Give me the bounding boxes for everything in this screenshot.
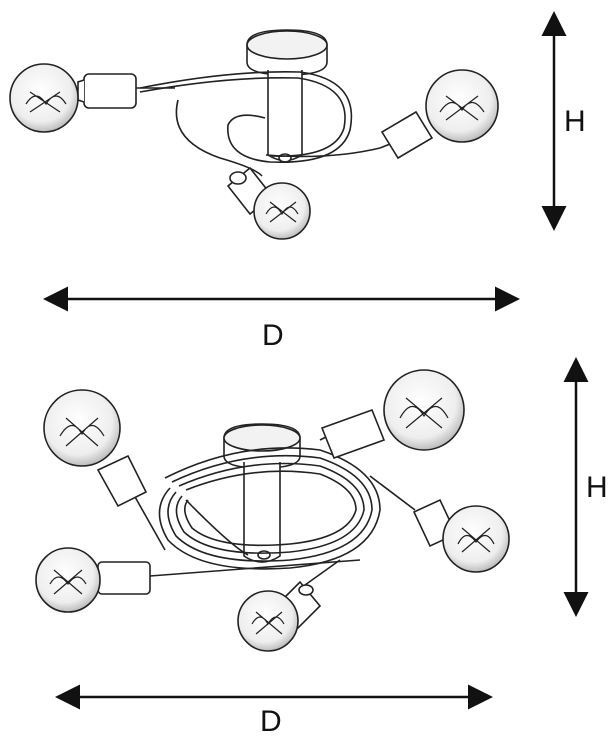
bulb-lower-left	[35, 547, 101, 613]
ceiling-canopy	[223, 423, 301, 469]
spiral-arms	[158, 447, 381, 570]
lamp-socket-left	[77, 73, 137, 109]
diameter-label-bottom: D	[260, 705, 282, 736]
spiral-arms	[139, 71, 381, 177]
bulb-left	[9, 63, 79, 133]
height-label-bottom: H	[586, 471, 608, 504]
lamp-socket-upper-left	[96, 454, 148, 508]
bulb-right	[425, 69, 499, 143]
lamp-socket-upper-right	[320, 408, 386, 460]
center-stem	[267, 70, 303, 162]
bulb-front	[253, 182, 311, 240]
lamp-three-light	[9, 29, 499, 240]
bulb-upper-right	[383, 369, 465, 451]
center-stem	[243, 462, 281, 563]
bulb-right	[442, 505, 510, 573]
bulb-bottom	[237, 590, 299, 652]
diameter-label-top: D	[262, 319, 284, 352]
ceiling-canopy	[246, 29, 328, 76]
height-label-top: H	[564, 105, 586, 138]
lamp-socket-lower-left	[97, 561, 151, 595]
lamp-socket-right	[380, 110, 434, 160]
lamp-five-light	[35, 369, 510, 652]
bulb-upper-left	[43, 389, 121, 467]
